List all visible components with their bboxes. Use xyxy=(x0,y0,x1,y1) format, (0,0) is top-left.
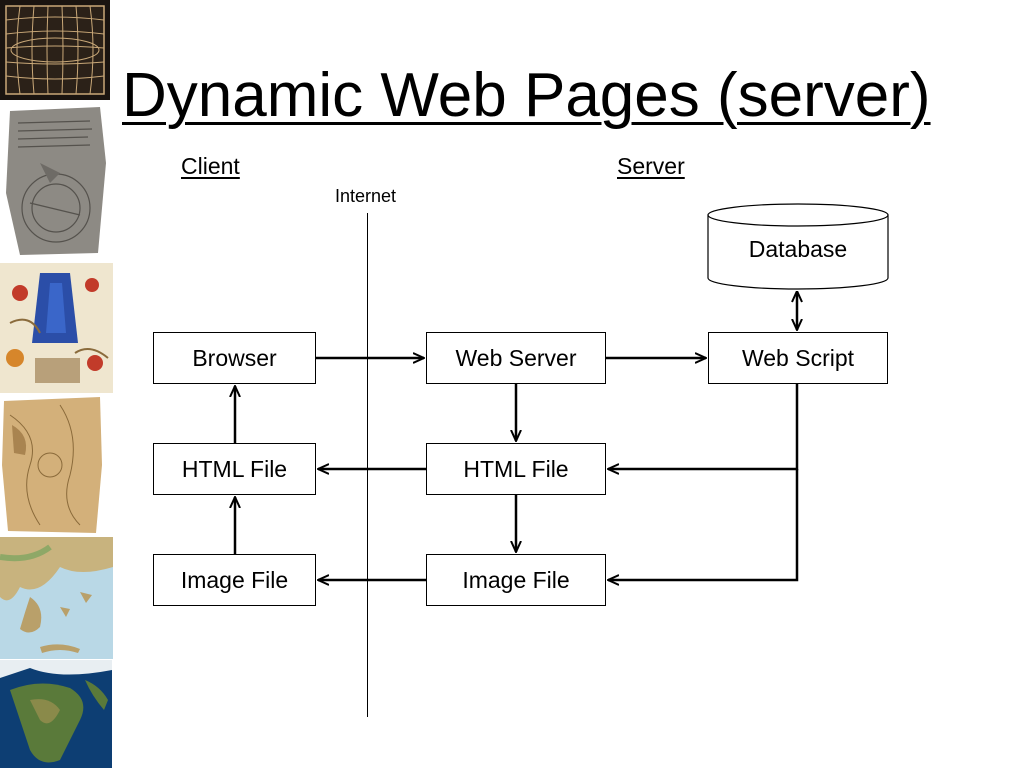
internet-divider xyxy=(367,213,368,717)
server-image-file-node: Image File xyxy=(426,554,606,606)
parchment-map-icon xyxy=(0,395,105,535)
arrow-webscript-to-image xyxy=(608,469,799,580)
database-node: Database xyxy=(748,236,848,262)
client-image-file-node: Image File xyxy=(153,554,316,606)
illuminated-map-icon xyxy=(0,263,113,393)
web-server-node: Web Server xyxy=(426,332,606,384)
server-label: Server xyxy=(617,153,685,179)
web-script-node: Web Script xyxy=(708,332,888,384)
client-html-file-node: HTML File xyxy=(153,443,316,495)
arrow-webscript-to-html xyxy=(608,384,799,469)
client-label: Client xyxy=(181,153,240,179)
page-title: Dynamic Web Pages (server) xyxy=(122,61,931,130)
server-html-file-node: HTML File xyxy=(426,443,606,495)
greece-map-icon xyxy=(0,537,113,659)
earth-globe-icon xyxy=(0,660,112,768)
grid-map-icon xyxy=(0,0,110,100)
internet-label: Internet xyxy=(335,186,397,206)
clay-tablet-map-icon xyxy=(0,103,112,258)
browser-node: Browser xyxy=(153,332,316,384)
